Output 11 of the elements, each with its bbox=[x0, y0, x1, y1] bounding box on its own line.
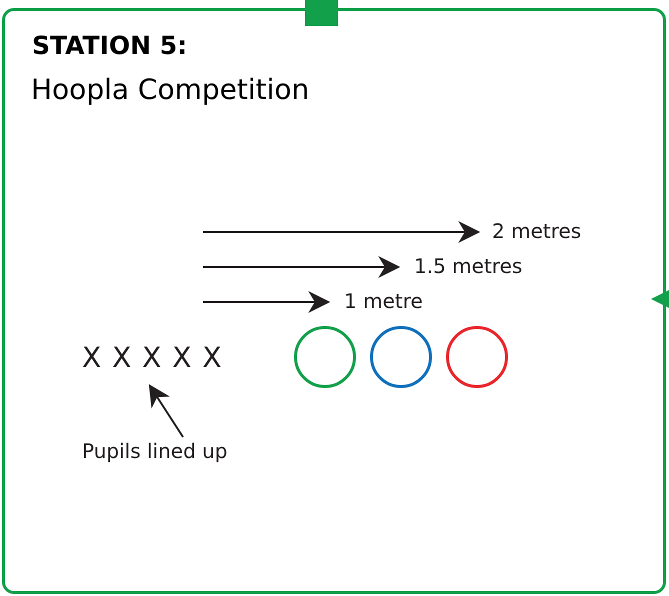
hoop-circle bbox=[370, 326, 432, 388]
distance-label: 1 metre bbox=[344, 289, 423, 313]
hoop-circle bbox=[294, 326, 356, 388]
caption-label: Pupils lined up bbox=[82, 437, 252, 465]
station-heading: STATION 5: bbox=[32, 31, 188, 60]
distance-label: 1.5 metres bbox=[414, 254, 522, 278]
leader-line bbox=[148, 384, 184, 438]
distance-label: 2 metres bbox=[492, 219, 582, 243]
hoop-circle bbox=[446, 326, 508, 388]
station-subtitle: Hoopla Competition bbox=[31, 73, 310, 106]
station-card bbox=[2, 8, 666, 594]
